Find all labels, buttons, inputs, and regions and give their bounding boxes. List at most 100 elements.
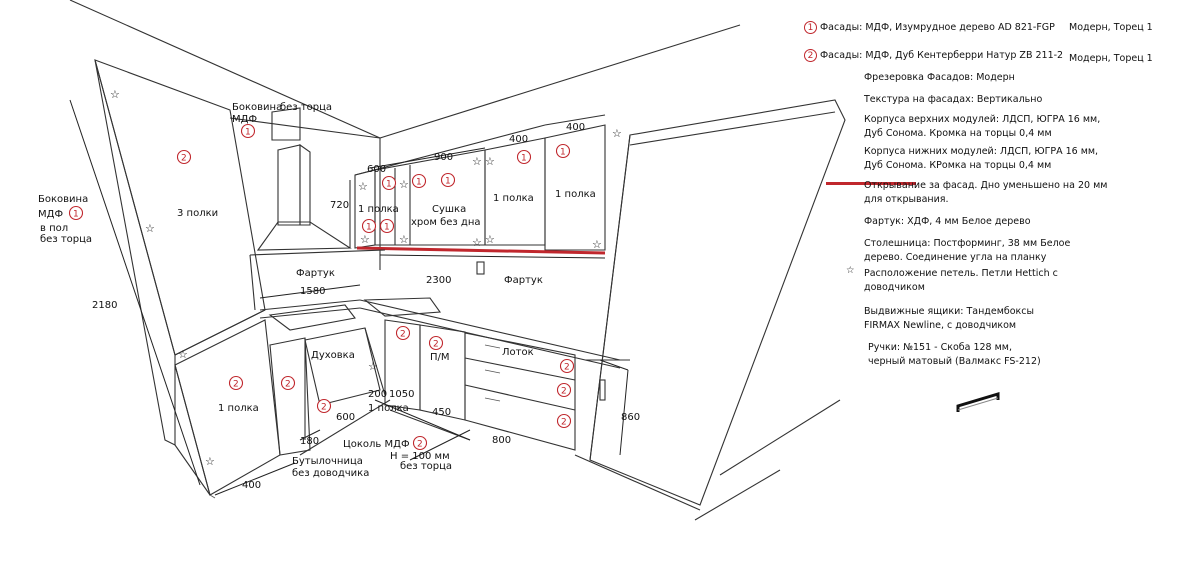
- marker-1: 1: [68, 205, 84, 221]
- legend-opening: для открывания.: [864, 194, 949, 205]
- hinge-star: ☆: [145, 222, 155, 235]
- dim-width: 400: [509, 134, 528, 145]
- marker-2: 2: [428, 335, 444, 351]
- svg-text:2: 2: [285, 380, 291, 390]
- plinth-height: без торца: [400, 461, 452, 472]
- hinge-stars: ☆ ☆ ☆ ☆ ☆ ☆ ☆ ☆ ☆ ☆ ☆ ☆ ☆ ☆ ☆: [110, 88, 622, 468]
- dim-height: 720: [330, 200, 349, 211]
- marker-2: 2: [559, 358, 575, 374]
- dishwasher-label: П/М: [430, 352, 450, 363]
- svg-text:1: 1: [366, 223, 372, 233]
- side-panel-label: МДФ: [38, 209, 63, 220]
- legend-hinges: доводчиком: [864, 282, 925, 293]
- legend-worktop: Столешница: Постформинг, 38 мм Белое: [864, 238, 1071, 249]
- legend-worktop: дерево. Соединение угла на планку: [864, 252, 1047, 263]
- dim-height: 2180: [92, 300, 117, 311]
- svg-text:1: 1: [384, 223, 390, 233]
- upper-cabinets: [354, 114, 606, 255]
- dim-width: 1050: [389, 389, 414, 400]
- facade-markers: 2 1 1 1 1 1 1 1 1 1 2 2 2 2 2 2 2 2 2: [68, 123, 575, 451]
- bottle-label: без доводчика: [292, 468, 369, 479]
- dim-width: 600: [336, 412, 355, 423]
- hinge-star: ☆: [399, 178, 409, 191]
- marker-2: 2: [804, 49, 817, 62]
- marker-1: 1: [240, 123, 256, 139]
- marker-1: 1: [379, 218, 395, 234]
- marker-1: 1: [361, 218, 377, 234]
- plinth-label: Цоколь МДФ: [343, 439, 410, 450]
- svg-text:1: 1: [521, 154, 527, 164]
- shelves-label: 1 полка: [368, 403, 409, 414]
- svg-text:1: 1: [73, 210, 79, 220]
- legend-texture: Текстура на фасадах: Вертикально: [864, 94, 1043, 105]
- legend-hinges: Расположение петель. Петли Hettich с: [864, 268, 1058, 279]
- shelves-label: 3 полки: [177, 208, 218, 219]
- marker-1: 1: [804, 21, 817, 34]
- legend-upper-cases: Корпуса верхних модулей: ЛДСП, ЮГРА 16 м…: [864, 114, 1101, 125]
- legend-lower-cases: Дуб Сонома. КРомка на торцы 0,4 мм: [864, 160, 1052, 171]
- side-panel-label: Боковина: [38, 194, 88, 205]
- opening-line-sample: [826, 182, 916, 185]
- legend-upper-cases: Дуб Сонома. Кромка на торцы 0,4 мм: [864, 128, 1052, 139]
- shelves-label: 1 полка: [358, 204, 399, 215]
- legend-opening: Открывание за фасад. Дно уменьшено на 20…: [864, 180, 1108, 191]
- svg-text:1: 1: [416, 178, 422, 188]
- marker-2: 2: [556, 382, 572, 398]
- dryer-label: Сушка: [432, 204, 466, 215]
- svg-text:1: 1: [560, 148, 566, 158]
- apron-label: Фартук: [296, 268, 335, 279]
- dim-width: 800: [492, 435, 511, 446]
- svg-text:2: 2: [181, 154, 187, 164]
- svg-text:2: 2: [561, 418, 567, 428]
- svg-text:2: 2: [433, 340, 439, 350]
- hinge-star: ☆: [358, 180, 368, 193]
- side-top-label: МДФ: [232, 114, 257, 125]
- svg-text:2: 2: [417, 440, 423, 450]
- dimension-lines: [69, 99, 629, 496]
- legend-drawers: Выдвижные ящики: Тандембоксы: [864, 306, 1035, 317]
- hinge-star: ☆: [368, 360, 378, 373]
- shelves-label: 1 полка: [218, 403, 259, 414]
- shelves-label: 1 полка: [555, 189, 596, 200]
- marker-1: 1: [555, 143, 571, 159]
- hinge-star: ☆: [472, 236, 482, 249]
- dim-width: 450: [432, 407, 451, 418]
- marker-2: 2: [412, 435, 428, 451]
- marker-2: 2: [395, 325, 411, 341]
- hinge-star: ☆: [592, 238, 602, 251]
- marker-1: 1: [381, 175, 397, 191]
- legend-handles: черный матовый (Валмакс FS-212): [868, 356, 1041, 367]
- drawing-labels: Боковина МДФ в пол без торца Боковина бе…: [38, 102, 596, 479]
- hinge-star: ☆: [612, 127, 622, 140]
- side-top-label: Боковина: [232, 102, 282, 113]
- svg-text:2: 2: [564, 363, 570, 373]
- dryer-label: хром без дна: [411, 217, 481, 228]
- fridge-column: [574, 99, 846, 511]
- marker-1: 1: [411, 173, 427, 189]
- side-panel-label: без торца: [40, 234, 92, 245]
- dim-height: 860: [621, 412, 640, 423]
- marker-2: 2: [228, 375, 244, 391]
- bottle-label: Бутылочница: [292, 456, 363, 467]
- dim-width: 400: [242, 480, 261, 491]
- hinge-star: ☆: [178, 348, 188, 361]
- side-top-label: без торца: [280, 102, 332, 113]
- marker-2: 2: [280, 375, 296, 391]
- hinge-star: ☆: [110, 88, 120, 101]
- svg-text:2: 2: [400, 330, 406, 340]
- marker-1: 1: [516, 149, 532, 165]
- oven-label: Духовка: [311, 350, 355, 361]
- dim-width: 180: [300, 436, 319, 447]
- legend-facade-2-style: Модерн, Торец 1: [1069, 53, 1153, 64]
- dim-width: 400: [566, 122, 585, 133]
- legend-lower-cases: Корпуса нижних модулей: ЛДСП, ЮГРА 16 мм…: [864, 146, 1099, 157]
- dim-width: 900: [434, 152, 453, 163]
- legend-facade-1-style: Модерн, Торец 1: [1069, 22, 1153, 33]
- svg-text:2: 2: [233, 380, 239, 390]
- hinge-star: ☆: [360, 233, 370, 246]
- svg-text:1: 1: [445, 177, 451, 187]
- hinge-star: ☆: [205, 455, 215, 468]
- hinge-star: ☆: [485, 155, 495, 168]
